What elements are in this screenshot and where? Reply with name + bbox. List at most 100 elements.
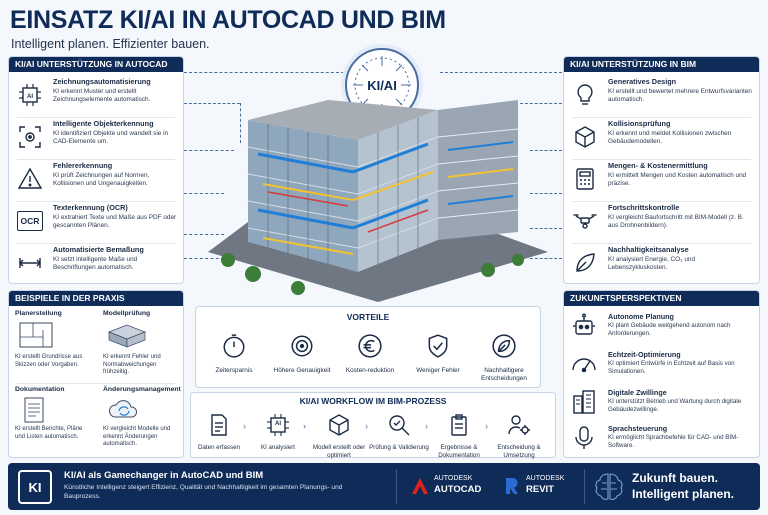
connector-line (530, 150, 562, 151)
item-title: Zeichnungsautomatisierung (53, 77, 151, 86)
list-item: Sprachsteuerung KI ermöglicht Sprachbefe… (564, 419, 759, 457)
list-item: Echtzeit-Optimierung KI optimiert Entwür… (564, 345, 759, 383)
workflow-step-label: Ergebnisse & Dokumentation (438, 444, 480, 459)
document-icon (211, 414, 227, 436)
item-description: KI analysiert Energie, CO₂ und Lebenszyk… (608, 256, 696, 271)
item-description: KI vergleicht Baufortschritt mit BIM-Mod… (608, 214, 744, 229)
example-title: Änderungsmanagement (103, 386, 181, 393)
item-title: Texterkennung (OCR) (53, 203, 128, 212)
gauge-icon (572, 358, 596, 373)
connector-line (240, 103, 241, 143)
item-description: KI erstellt und bewertet mehrere Entwurf… (608, 88, 752, 103)
slogan-line-1: Zukunft bauen. (632, 471, 718, 485)
drone-icon (572, 208, 598, 234)
divider (572, 201, 751, 202)
list-item: Nachhaltigkeitsanalyse KI analysiert Ene… (564, 241, 759, 285)
document-icon (24, 397, 44, 423)
bim-support-panel: KI/AI UNTERSTÜTZUNG IN BIM Generatives D… (563, 56, 760, 284)
stopwatch-icon (223, 334, 245, 358)
workflow-step: Entscheidung & Umsetzung (487, 413, 551, 459)
item-description: KI erkennt und meldet Kollisionen zwisch… (608, 130, 732, 145)
list-item: Kollisionsprüfung KI erkennt und meldet … (564, 115, 759, 159)
slogan-line-2: Intelligent planen. (632, 487, 735, 501)
item-title: Echtzeit-Optimierung (608, 350, 681, 359)
ki-chip-label: KI (28, 479, 42, 495)
workflow-step: Ergebnisse & Dokumentation (427, 413, 491, 459)
advantage-label: Zeitersparnis (215, 367, 253, 374)
example-item: Modellprüfung KI erkennt Fehler und Norm… (103, 310, 183, 387)
robot-icon (573, 313, 595, 335)
shield-check-icon (428, 334, 448, 358)
arrow-right-icon: › (243, 421, 246, 431)
item-title: Autonome Planung (608, 312, 674, 321)
connector-line (520, 103, 562, 104)
advantages-panel: VORTEILE Zeitersparnis Höhere Genauigkei… (195, 306, 541, 388)
item-description: KI extrahiert Texte und Maße aus PDF ode… (53, 214, 177, 229)
section-title: VORTEILE (346, 312, 390, 322)
arrow-right-icon: › (425, 421, 428, 431)
advantage-item: Höhere Genauigkeit (272, 333, 332, 375)
advantage-item: Kosten-reduktion (340, 333, 400, 375)
ocr-label: OCR (20, 216, 40, 226)
list-item: AI Zeichnungsautomatisierung KI erkennt … (9, 73, 183, 117)
autocad-product: AUTOCAD (434, 484, 482, 495)
divider (17, 159, 175, 160)
item-title: Fehlererkennung (53, 161, 113, 170)
ai-chip-icon (267, 414, 289, 436)
workflow-step-label: Entscheidung & Umsetzung (497, 444, 541, 459)
divider (17, 383, 175, 384)
object-recognition-icon (17, 124, 43, 150)
buildings-icon (573, 390, 595, 414)
item-title: Generatives Design (608, 77, 677, 86)
example-description: KI erstellt Berichte, Pläne und Listen a… (15, 426, 83, 440)
future-panel: ZUKUNFTSPERSPEKTIVEN Autonome Planung KI… (563, 290, 760, 458)
workflow-step-label: Prüfung & Validierung (369, 444, 429, 451)
dimension-icon (17, 250, 43, 276)
connector-line (530, 193, 562, 194)
microphone-icon (575, 426, 593, 449)
workflow-step: Daten erfassen (187, 413, 251, 452)
autocad-brand: AUTODESK (434, 475, 473, 482)
list-item: Generatives Design KI erstellt und bewer… (564, 73, 759, 117)
workflow-step-label: KI analysiert (260, 444, 296, 451)
workflow-step: Prüfung & Validierung (367, 413, 431, 452)
divider (17, 117, 175, 118)
list-item: Intelligente Objekterkennung KI identifi… (9, 115, 183, 159)
divider (584, 469, 585, 504)
footer-description: Künstliche Intelligenz steigert Effizien… (64, 484, 343, 500)
floorplan-icon (19, 322, 53, 348)
panel-header: KI/AI UNTERSTÜTZUNG IN AUTOCAD (9, 57, 183, 72)
workflow-step-label: Daten erfassen (198, 444, 240, 451)
autocad-logo-icon (412, 478, 428, 494)
example-description: KI vergleicht Modelle und erkennt Änderu… (103, 426, 171, 447)
list-item: Automatisierte Bemaßung KI setzt intelli… (9, 241, 183, 285)
item-title: Nachhaltigkeitsanalyse (608, 245, 689, 254)
leaf-icon (492, 334, 516, 358)
ai-chip-icon: AI (17, 82, 43, 108)
connector-line (184, 103, 240, 104)
panel-header: BEISPIELE IN DER PRAXIS (9, 291, 183, 306)
arrow-right-icon: › (303, 421, 306, 431)
item-title: Sprachsteuerung (608, 424, 668, 433)
ki-chip-icon: KI (18, 470, 52, 504)
list-item: Autonome Planung KI plant Gebäude weitge… (564, 307, 759, 345)
ki-ai-badge-label: KI/AI (364, 76, 400, 94)
advantage-label: Nachhaltigere Entscheidungen (481, 367, 527, 382)
workflow-step: AI KI analysiert (246, 413, 310, 452)
page-title: EINSATZ KI/AI IN AUTOCAD UND BIM (10, 6, 446, 34)
item-description: KI plant Gebäude weitgehend autonom nach… (608, 322, 731, 337)
target-icon (291, 335, 313, 357)
footer-banner: KI KI/AI als Gamechanger in AutoCAD und … (8, 463, 760, 510)
workflow-step-label: Modell erstellt oder optimiert (312, 444, 366, 459)
item-title: Kollisionsprüfung (608, 119, 671, 128)
section-title: KI/AI WORKFLOW IM BIM-PROZESS (299, 396, 447, 406)
divider (572, 243, 751, 244)
example-title: Modellprüfung (103, 310, 151, 317)
connector-line (530, 258, 562, 259)
ocr-icon: OCR (17, 211, 43, 231)
brain-icon (595, 473, 623, 500)
panel-header: ZUKUNFTSPERSPEKTIVEN (564, 291, 759, 306)
item-title: Digitale Zwillinge (608, 388, 667, 397)
leaf-icon (572, 250, 598, 276)
divider (17, 201, 175, 202)
